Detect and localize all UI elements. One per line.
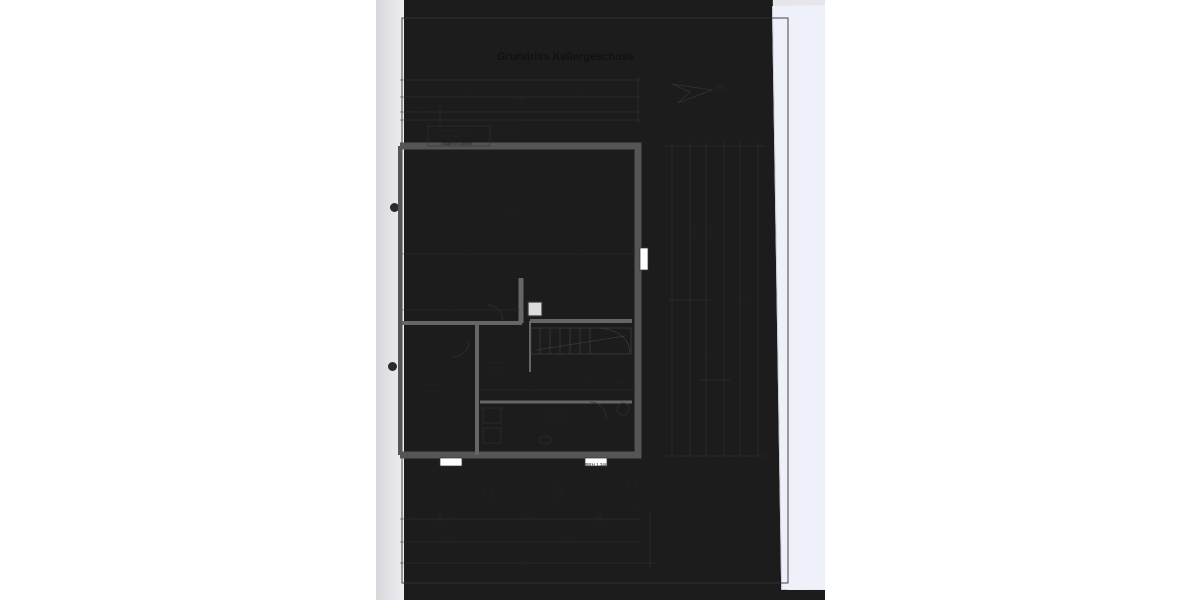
note-label: BRH 0,96m [437,134,461,139]
dim-label: 1.46 [710,411,715,420]
utility-label: SW [634,478,639,486]
binder-ring [390,203,399,212]
dim-label: 82 [449,514,455,519]
outer-wall [400,142,642,459]
note-label: im Bildbereich [494,128,523,133]
note-label: Träger in Decke [440,141,472,146]
door-arc [452,340,470,358]
dim-label: 1.21 [415,106,425,111]
dimension-lines-bottom [400,512,656,568]
background-right [825,0,1200,600]
dimension-lines-inner [402,253,636,391]
room-vorkeller-area: 10.76 m² [487,366,505,371]
dim-label: 1.24 [629,507,639,512]
dim-label: 2.17 [493,311,503,316]
dim-label: 2.19 [443,537,453,542]
fixture-round [538,435,552,445]
dimension-lines-top [400,76,640,124]
dim-label: 5.86 [675,191,680,200]
note-label: Stauchungsfenster [432,128,470,133]
dim-label: 5.44 [692,227,697,236]
room-vorkeller-name: Vorkeller [487,360,505,365]
north-arrow-icon [671,83,714,104]
background-left [0,0,376,600]
chimney [527,301,543,317]
dim-label: 5.14 [530,106,540,111]
utility-label: Gas [626,479,631,488]
fixture [482,427,502,444]
room-stauraum-name: Stauraum [423,382,443,387]
dim-label: 3.36 [575,91,585,96]
floor-plan-drawing [398,17,789,584]
window-bottom [439,457,463,467]
note-label: Verblender [494,123,516,128]
dim-label: 5.64 [708,227,713,236]
dim-label: 2.17 [586,386,596,391]
utility-label: SW [482,486,487,494]
dim-label: 2.81 [525,384,535,389]
dim-label: 3.36 [575,248,585,253]
window-bottom [584,457,608,467]
dim-label: 82 [595,514,601,519]
dim-label: 1.89 [616,380,626,385]
dim-label: 7.12 [515,74,525,79]
utility-label: Elektro [558,485,563,500]
utility-label: Telekom [551,483,556,500]
dim-label: 99 [588,380,594,385]
room-keller-name: Keller [506,207,518,212]
dim-label: 90 [495,304,501,309]
dim-label: 3.56 [461,91,471,96]
dim-label: 7.12 [515,558,525,563]
dim-label: 3.69 [524,514,534,519]
dim-label: 2.49 [444,304,454,309]
door-arc [486,304,504,321]
dim-label: 2.25 [710,349,715,358]
window-right [639,247,649,271]
stair-label: 15 Stg. [545,327,560,332]
window-top [427,125,491,147]
fixture [482,407,502,424]
page-frame [401,17,789,584]
dimension-lines-right [664,142,764,458]
stair-detail: 18.6/26 [545,332,561,337]
staircase [530,327,632,355]
dim-label: 10.17 [742,294,747,306]
dim-label: 3.56 [461,248,471,253]
binder-ring [388,362,397,371]
dim-label: 5.76 [677,357,682,366]
room-stauraum-area: 5.36 m² [425,388,441,393]
utility-label: Wasser [490,484,495,500]
door-arc [589,401,607,419]
plan-title: Grundriss Kellergeschoss [497,51,634,63]
room-hausanschluss-area: 7.63 m² [550,419,566,424]
fixture-round [616,402,630,416]
room-keller-area: 26.27 m² [503,213,521,218]
window-label: BRH 1,34m [440,467,464,472]
dim-label: 1.89 [407,514,417,519]
dim-label: 4.81 [560,535,570,540]
window-label: BRH 1,34m [585,462,609,467]
room-hausanschluss-name: Hausanschl. [545,413,571,418]
